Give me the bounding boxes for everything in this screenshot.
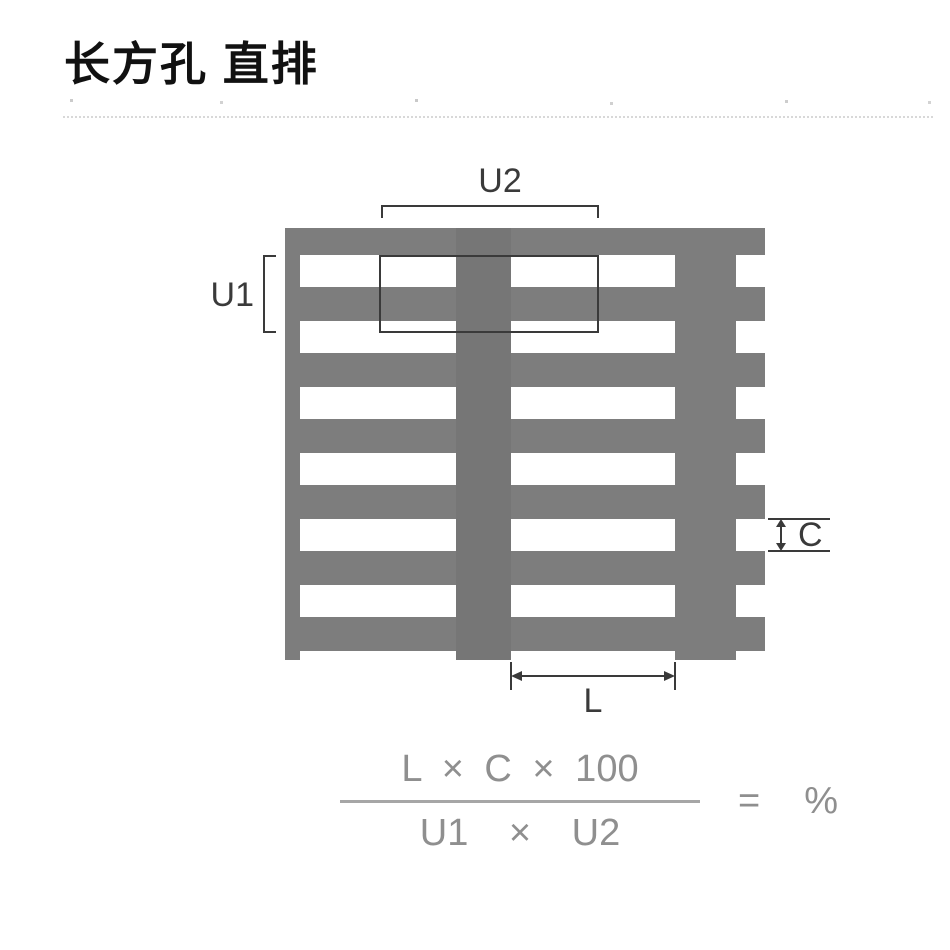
slot-hole	[736, 453, 765, 485]
c-arrowhead-up	[776, 519, 786, 527]
u1-bracket-line	[263, 255, 276, 333]
slot-hole	[300, 387, 456, 419]
slot-hole	[511, 453, 675, 485]
slot-hole	[736, 255, 765, 287]
slot-hole	[736, 519, 765, 551]
slot-hole	[736, 585, 765, 617]
slot-hole	[300, 585, 456, 617]
formula-denominator: U1 × U2	[419, 812, 621, 854]
slot-hole	[736, 321, 765, 353]
open-area-formula: L × C × 100 U1 × U2 = %	[340, 748, 838, 855]
separator-specks	[70, 99, 73, 102]
slot-hole	[511, 519, 675, 551]
slot-hole	[511, 321, 675, 353]
l-arrowhead-right	[664, 671, 675, 681]
equals-sign: =	[738, 780, 761, 822]
slot-hole	[300, 453, 456, 485]
separator-dotted-line	[63, 116, 933, 118]
percent-sign: %	[804, 780, 838, 822]
page-title: 长方孔 直排	[64, 38, 319, 90]
l-label: L	[584, 682, 603, 720]
plate-shading	[456, 228, 511, 660]
c-arrowhead-down	[776, 543, 786, 551]
slot-hole	[511, 387, 675, 419]
dimension-c: C	[768, 516, 830, 554]
formula-numerator: L × C × 100	[401, 748, 639, 790]
slot-hole	[300, 255, 456, 287]
plate-slots	[300, 255, 765, 660]
dimension-u1: U1	[211, 255, 276, 333]
slot-hole	[300, 321, 456, 353]
slot-hole	[511, 255, 675, 287]
slot-hole	[300, 519, 456, 551]
dimension-u2: U2	[381, 162, 599, 218]
unit-cell-outline	[379, 255, 599, 333]
l-arrowhead-left	[511, 671, 522, 681]
u2-label: U2	[478, 162, 521, 200]
fraction-line	[340, 800, 700, 803]
slot-hole	[511, 651, 675, 660]
slot-hole	[736, 651, 765, 660]
c-label: C	[798, 516, 823, 554]
slot-hole	[736, 387, 765, 419]
u1-label: U1	[211, 276, 254, 314]
fraction: L × C × 100 U1 × U2	[340, 748, 700, 855]
slot-hole	[511, 585, 675, 617]
u2-bracket-line	[381, 205, 599, 218]
slot-hole	[300, 651, 456, 660]
dimension-l: L	[510, 662, 676, 720]
